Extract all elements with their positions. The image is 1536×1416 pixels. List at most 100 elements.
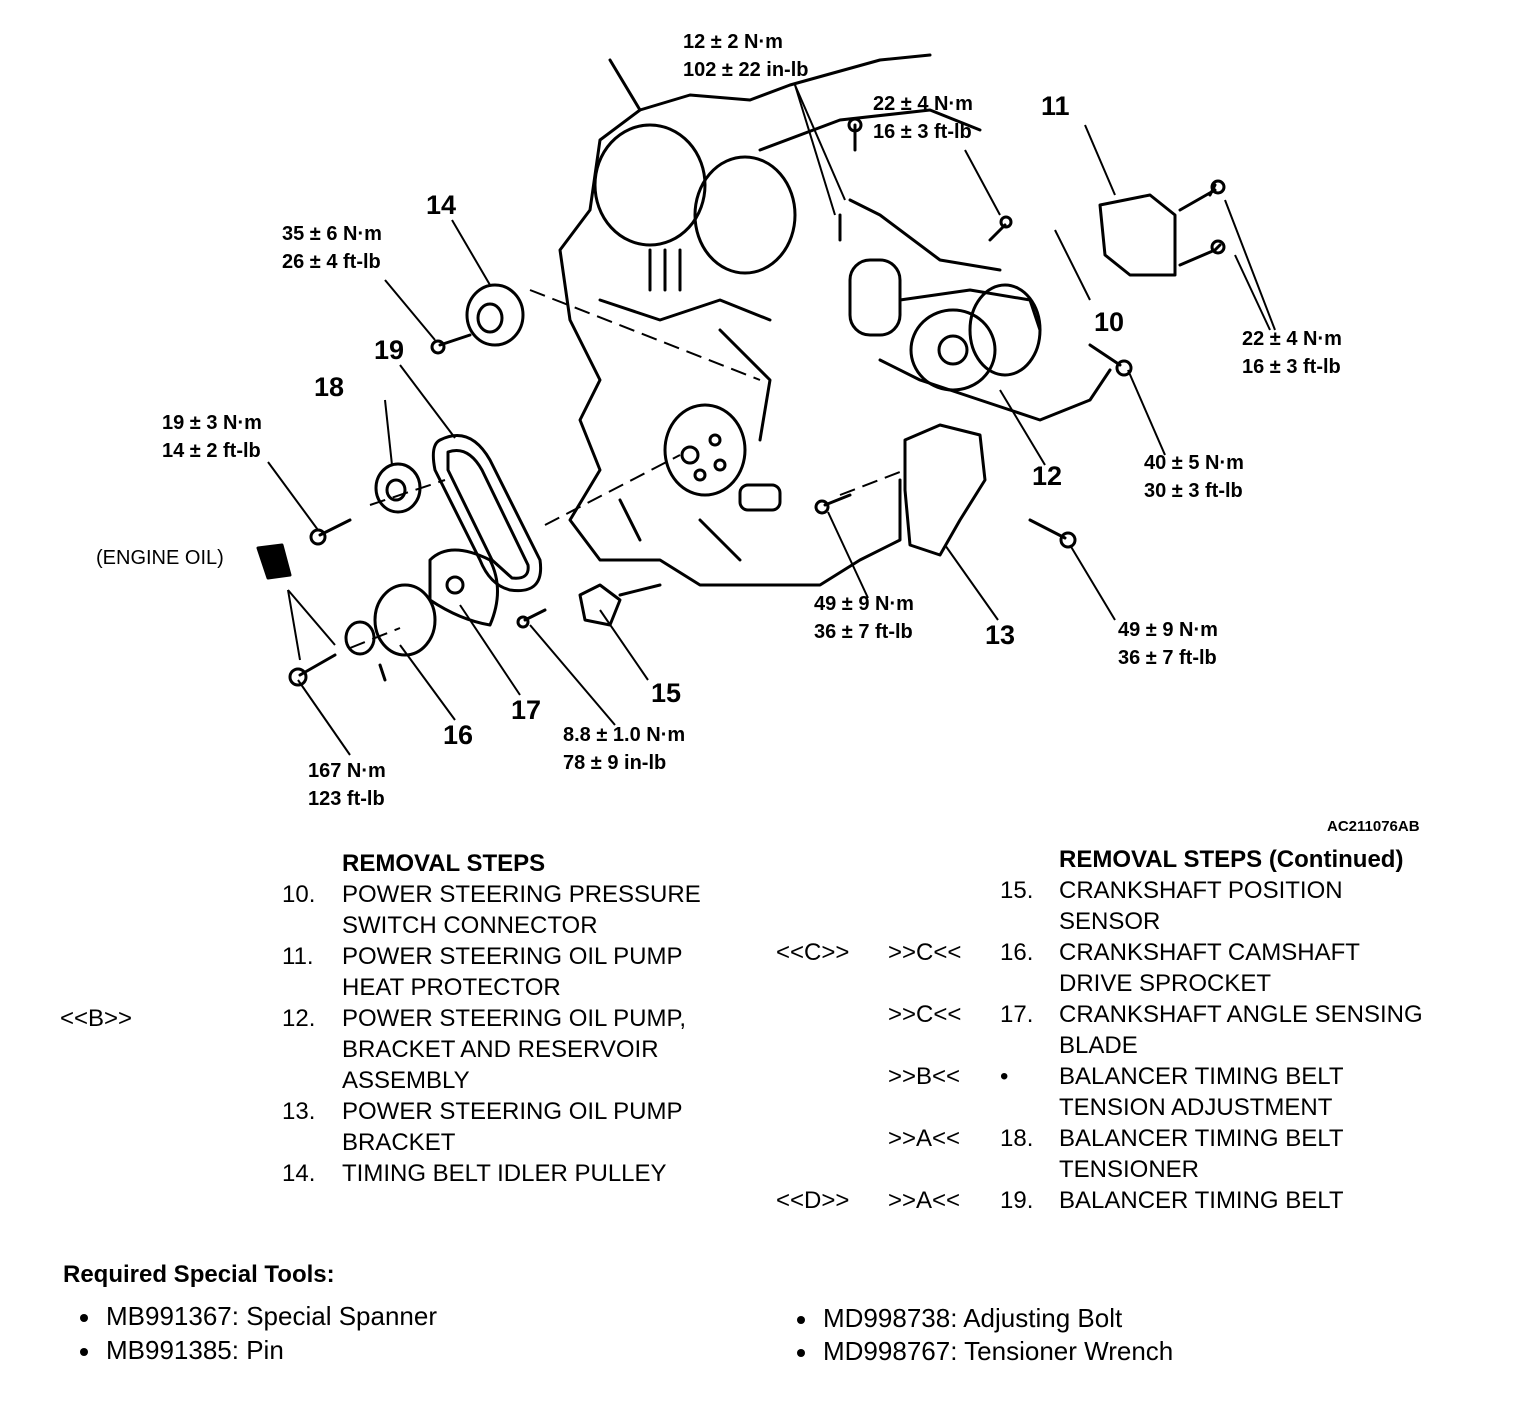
- engine-oil-can-icon: [256, 543, 292, 580]
- torque-spec-35nm: 35 ± 6 N·m 26 ± 4 ft-lb: [282, 223, 382, 273]
- installation-mark: >>C<<: [888, 939, 962, 966]
- step-number: 15.: [1000, 877, 1034, 904]
- step-row: >>B<<•BALANCER TIMING BELT: [776, 1061, 1516, 1092]
- engine-timing-diagram: [256, 53, 1276, 756]
- step-text: BALANCER TIMING BELT: [1059, 1187, 1344, 1214]
- crank-position-sensor: [578, 583, 662, 627]
- step-row: BRACKET: [60, 1127, 760, 1158]
- callout-16: 16: [443, 720, 474, 750]
- step-text: POWER STEERING OIL PUMP: [342, 1098, 683, 1125]
- alignment-lines: [349, 289, 906, 649]
- step-ref-mark: <<B>>: [60, 1005, 133, 1032]
- callout-18: 18: [314, 372, 345, 402]
- pump-bracket: [903, 423, 987, 557]
- removal-mark: <<D>>: [776, 1187, 850, 1214]
- removal-steps-title: REMOVAL STEPS: [342, 850, 546, 877]
- step-text: BALANCER TIMING BELT: [1059, 1063, 1344, 1090]
- belt-tensioner: [374, 462, 422, 514]
- installation-mark: >>B<<: [888, 1063, 961, 1090]
- torque-spec-22nm-top: 22 ± 4 N·m 16 ± 3 ft-lb: [873, 93, 973, 143]
- step-text: DRIVE SPROCKET: [1059, 970, 1272, 997]
- leader-lines: [267, 84, 1276, 756]
- torque-spec-8nm: 8.8 ± 1.0 N·m 78 ± 9 in-lb: [563, 724, 686, 774]
- step-text: CRANKSHAFT CAMSHAFT: [1059, 939, 1360, 966]
- step-row: TENSIONER: [776, 1154, 1516, 1185]
- step-text: BRACKET: [342, 1129, 456, 1156]
- tool-label: MD998738: Adjusting Bolt: [823, 1303, 1123, 1333]
- step-text: POWER STEERING PRESSURE: [342, 881, 701, 908]
- bolts: [288, 117, 1226, 687]
- step-row: HEAT PROTECTOR: [60, 972, 760, 1003]
- step-text: SWITCH CONNECTOR: [342, 912, 598, 939]
- callout-12: 12: [1032, 461, 1063, 491]
- installation-mark: >>C<<: [888, 1001, 962, 1028]
- removal-mark: <<C>>: [776, 939, 850, 966]
- removal-steps-left: REMOVAL STEPS 10. POWER STEERING PRESSURE…: [60, 848, 760, 1189]
- step-row: ASSEMBLY: [60, 1065, 760, 1096]
- step-row: <<D>>>>A<<19.BALANCER TIMING BELT: [776, 1185, 1516, 1216]
- step-text: POWER STEERING OIL PUMP: [342, 943, 683, 970]
- step-number: 14.: [282, 1160, 316, 1187]
- torque-spec-12nm: 12 ± 2 N·m 102 ± 22 in-lb: [683, 31, 809, 81]
- tool-item: MB991367: Special Spanner: [80, 1301, 437, 1332]
- figure-id: AC211076AB: [1327, 818, 1420, 835]
- step-row: <<C>>>>C<<16.CRANKSHAFT CAMSHAFT: [776, 937, 1516, 968]
- tool-label: MB991385: Pin: [106, 1335, 284, 1365]
- step-number: 17.: [1000, 1001, 1034, 1028]
- step-text: CRANKSHAFT POSITION: [1059, 877, 1343, 904]
- torque-spec-49nm-right: 49 ± 9 N·m 36 ± 7 ft-lb: [1118, 619, 1218, 669]
- step-text: TIMING BELT IDLER PULLEY: [342, 1160, 667, 1187]
- installation-mark: >>A<<: [888, 1125, 961, 1152]
- balancer-timing-belt: [431, 434, 543, 593]
- step-text: TENSION ADJUSTMENT: [1059, 1094, 1333, 1121]
- step-text: TENSIONER: [1059, 1156, 1200, 1183]
- step-row: BLADE: [776, 1030, 1516, 1061]
- power-steering-pump: [848, 198, 1042, 392]
- step-text: BLADE: [1059, 1032, 1138, 1059]
- idler-pulley: [465, 283, 525, 347]
- step-row: 15. CRANKSHAFT POSITION: [776, 875, 1516, 906]
- step-row: TENSION ADJUSTMENT: [776, 1092, 1516, 1123]
- torque-spec-19nm: 19 ± 3 N·m 14 ± 2 ft-lb: [162, 412, 262, 462]
- callout-11: 11: [1041, 91, 1070, 121]
- step-row: 14. TIMING BELT IDLER PULLEY: [60, 1158, 760, 1189]
- step-number: 12.: [282, 1005, 316, 1032]
- torque-spec-49nm-mid: 49 ± 9 N·m 36 ± 7 ft-lb: [814, 593, 914, 643]
- installation-mark: >>A<<: [888, 1187, 961, 1214]
- callout-10: 10: [1094, 307, 1125, 337]
- step-number: 13.: [282, 1098, 316, 1125]
- tool-item: MB991385: Pin: [80, 1335, 284, 1366]
- step-row: SWITCH CONNECTOR: [60, 910, 760, 941]
- step-row: 13. POWER STEERING OIL PUMP: [60, 1096, 760, 1127]
- engine-oil-label: (ENGINE OIL): [96, 547, 224, 569]
- callout-19: 19: [374, 335, 405, 365]
- step-row: SENSOR: [776, 906, 1516, 937]
- removal-steps-right: REMOVAL STEPS (Continued) 15. CRANKSHAFT …: [776, 844, 1516, 1216]
- step-row: >>C<< 17. CRANKSHAFT ANGLE SENSING: [776, 999, 1516, 1030]
- bullet-icon: [797, 1316, 805, 1325]
- tool-item: MD998738: Adjusting Bolt: [797, 1303, 1122, 1334]
- crankshaft-hub: [663, 403, 747, 497]
- step-row: >>A<<18.BALANCER TIMING BELT: [776, 1123, 1516, 1154]
- bullet-icon: [797, 1349, 805, 1358]
- removal-steps-continued-title: REMOVAL STEPS (Continued): [1059, 846, 1404, 873]
- step-text: HEAT PROTECTOR: [342, 974, 561, 1001]
- engine-block: [558, 53, 1112, 587]
- torque-spec-167nm: 167 N·m 123 ft-lb: [308, 760, 386, 810]
- step-row: 11. POWER STEERING OIL PUMP: [60, 941, 760, 972]
- callout-14: 14: [426, 190, 457, 220]
- special-tools-title: Required Special Tools:: [63, 1261, 335, 1288]
- step-text: CRANKSHAFT ANGLE SENSING: [1059, 1001, 1423, 1028]
- sensing-blade: [428, 548, 499, 627]
- step-text: BALANCER TIMING BELT: [1059, 1125, 1344, 1152]
- callout-15: 15: [651, 678, 682, 708]
- torque-spec-22nm-right: 22 ± 4 N·m 16 ± 3 ft-lb: [1242, 328, 1342, 378]
- torque-spec-40nm: 40 ± 5 N·m 30 ± 3 ft-lb: [1144, 452, 1244, 502]
- step-row: BRACKET AND RESERVOIR: [60, 1034, 760, 1065]
- bullet-icon: [80, 1348, 88, 1357]
- step-number: 10.: [282, 881, 316, 908]
- step-row: DRIVE SPROCKET: [776, 968, 1516, 999]
- step-number: 11.: [282, 943, 314, 970]
- step-text: ASSEMBLY: [342, 1067, 470, 1094]
- step-text: SENSOR: [1059, 908, 1161, 935]
